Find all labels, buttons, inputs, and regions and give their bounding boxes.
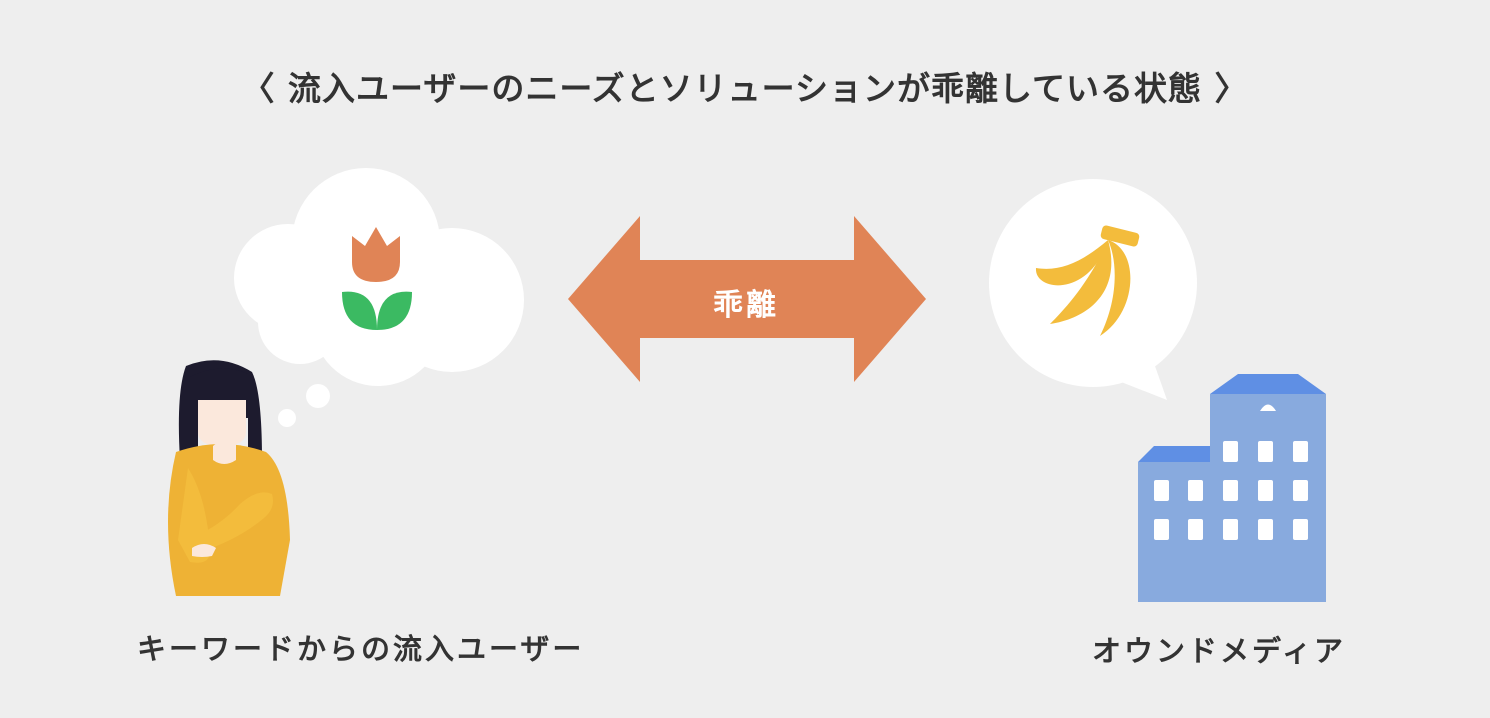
- banana-icon: [1035, 225, 1140, 336]
- arrow-label: 乖離: [713, 288, 779, 323]
- tulip-icon: [342, 227, 412, 330]
- thought-bubble-dots: [278, 384, 330, 427]
- thinking-woman-illustration: [168, 360, 290, 596]
- user-label: キーワードからの流入ユーザー: [137, 632, 585, 666]
- office-building-illustration: [1138, 374, 1326, 602]
- media-label: オウンドメディア: [1092, 634, 1346, 668]
- divergence-arrow: [568, 216, 926, 382]
- diagram-title: 〈 流入ユーザーのニーズとソリューションが乖離している状態 〉: [241, 69, 1249, 108]
